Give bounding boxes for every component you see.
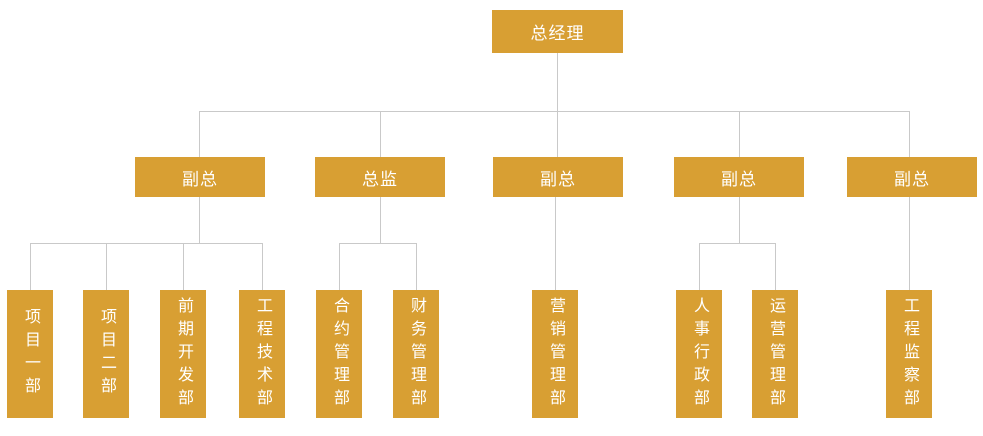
org-node-deputy-gm-1[interactable]: 副总: [135, 157, 265, 197]
org-node-label: 前期开发部: [175, 296, 192, 412]
org-node-contract-mgmt-dept[interactable]: 合约管理部: [316, 290, 362, 418]
org-node-hr-admin-dept[interactable]: 人事行政部: [676, 290, 722, 418]
connector-line: [199, 197, 200, 243]
connector-line: [339, 243, 417, 244]
org-node-deputy-gm-2[interactable]: 副总: [493, 157, 623, 197]
connector-line: [262, 243, 263, 290]
org-node-operations-mgmt-dept[interactable]: 运营管理部: [752, 290, 798, 418]
org-node-label: 运营管理部: [767, 296, 784, 412]
connector-line: [909, 111, 910, 157]
connector-line: [555, 197, 556, 290]
connector-line: [739, 197, 740, 243]
connector-line: [380, 197, 381, 243]
org-node-director[interactable]: 总监: [315, 157, 445, 197]
org-node-deputy-gm-3[interactable]: 副总: [674, 157, 804, 197]
org-node-label: 人事行政部: [691, 296, 708, 412]
connector-line: [199, 111, 910, 112]
org-node-deputy-gm-4[interactable]: 副总: [847, 157, 977, 197]
connector-line: [199, 111, 200, 157]
org-node-label: 项目一部: [22, 308, 39, 400]
connector-line: [30, 243, 31, 290]
connector-line: [339, 243, 340, 290]
connector-line: [183, 243, 184, 290]
connector-line: [775, 243, 776, 290]
org-node-finance-mgmt-dept[interactable]: 财务管理部: [393, 290, 439, 418]
connector-line: [416, 243, 417, 290]
connector-line: [699, 243, 700, 290]
org-node-project-dept-1[interactable]: 项目一部: [7, 290, 53, 418]
org-node-label: 项目二部: [98, 308, 115, 400]
org-node-engineering-supervision-dept[interactable]: 工程监察部: [886, 290, 932, 418]
connector-line: [106, 243, 107, 290]
org-node-label: 工程监察部: [901, 296, 918, 412]
connector-line: [30, 243, 262, 244]
connector-line: [739, 111, 740, 157]
org-node-predevelopment-dept[interactable]: 前期开发部: [160, 290, 206, 418]
connector-line: [557, 111, 558, 157]
connector-line: [380, 111, 381, 157]
org-node-project-dept-2[interactable]: 项目二部: [83, 290, 129, 418]
org-node-label: 财务管理部: [408, 296, 425, 412]
connector-line: [557, 53, 558, 111]
connector-line: [699, 243, 776, 244]
org-node-label: 工程技术部: [254, 296, 271, 412]
org-node-general-manager[interactable]: 总经理: [492, 10, 623, 53]
org-node-label: 合约管理部: [331, 296, 348, 412]
org-node-label: 营销管理部: [547, 296, 564, 412]
org-node-engineering-tech-dept[interactable]: 工程技术部: [239, 290, 285, 418]
connector-line: [909, 197, 910, 290]
org-node-marketing-mgmt-dept[interactable]: 营销管理部: [532, 290, 578, 418]
